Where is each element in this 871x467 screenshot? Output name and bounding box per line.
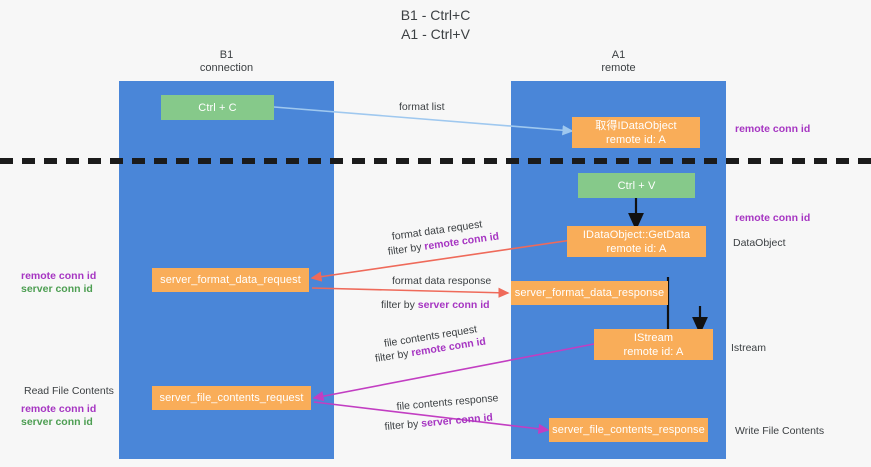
node-ctrl-v[interactable]: Ctrl + V: [578, 173, 695, 198]
annotation-right-remote-conn-id-top: remote conn id: [735, 123, 811, 135]
annotation-left-remote-conn-id-1: remote conn id: [21, 270, 97, 282]
annotation-right-remote-conn-id-mid: remote conn id: [735, 212, 811, 224]
annotation-left-remote-conn-id-2: remote conn id: [21, 403, 97, 415]
annotation-left-read-file-contents: Read File Contents: [24, 385, 114, 397]
edge-label-format-data-response-filter: filter by server conn id: [381, 298, 490, 312]
edge-label-format-list: format list: [399, 101, 445, 113]
filter-key-server-conn-id: server conn id: [417, 299, 490, 311]
annotation-left-server-conn-id-1: server conn id: [21, 283, 93, 295]
node-server-file-contents-response[interactable]: server_file_contents_response: [549, 418, 708, 442]
node-istream-line1: IStream: [633, 331, 674, 344]
node-istream-line2: remote id: A: [623, 345, 684, 358]
annotation-right-write-file-contents: Write File Contents: [735, 425, 825, 437]
node-server-format-data-response-label: server_format_data_response: [514, 287, 665, 299]
annotation-right-dataobject: DataObject: [733, 237, 786, 249]
filter-prefix: filter by: [381, 299, 418, 311]
node-get-dataobject[interactable]: 取得IDataObject remote id: A: [572, 117, 700, 148]
edge-label-file-contents-response-filter: filter by server conn id: [384, 411, 493, 434]
arrow-format-data-response: [311, 287, 510, 298]
node-idataobject-getdata[interactable]: IDataObject::GetData remote id: A: [567, 226, 706, 257]
edge-label-format-data-response: format data response: [392, 275, 492, 287]
node-server-format-data-request-label: server_format_data_request: [160, 274, 301, 286]
lane-title-b1: B1 connection: [199, 49, 254, 74]
node-ctrl-c[interactable]: Ctrl + C: [161, 95, 274, 120]
filter-prefix: filter by: [384, 417, 422, 433]
filter-prefix: filter by: [374, 347, 413, 365]
node-ctrl-c-label: Ctrl + C: [198, 101, 237, 114]
filter-prefix: filter by: [387, 240, 426, 258]
diagram-title-line1: B1 - Ctrl+C: [400, 7, 471, 23]
node-server-file-contents-request[interactable]: server_file_contents_request: [152, 386, 311, 410]
node-istream[interactable]: IStream remote id: A: [594, 329, 713, 360]
node-idataobject-getdata-line1: IDataObject::GetData: [582, 228, 691, 241]
annotation-left-server-conn-id-2: server conn id: [21, 416, 93, 428]
node-server-format-data-request[interactable]: server_format_data_request: [152, 268, 309, 292]
node-get-dataobject-line2: remote id: A: [606, 133, 666, 146]
node-get-dataobject-line1: 取得IDataObject: [595, 119, 677, 132]
node-idataobject-getdata-line2: remote id: A: [606, 242, 667, 255]
diagram-title-line2: A1 - Ctrl+V: [401, 26, 470, 42]
node-ctrl-v-label: Ctrl + V: [617, 179, 656, 192]
filter-key-server-conn-id: server conn id: [420, 411, 494, 430]
node-server-file-contents-request-label: server_file_contents_request: [159, 392, 304, 404]
node-server-file-contents-response-label: server_file_contents_response: [552, 424, 705, 436]
annotation-right-istream: Istream: [731, 342, 767, 354]
node-server-format-data-response[interactable]: server_format_data_response: [511, 281, 668, 305]
lane-title-a1: A1 remote: [601, 49, 636, 74]
